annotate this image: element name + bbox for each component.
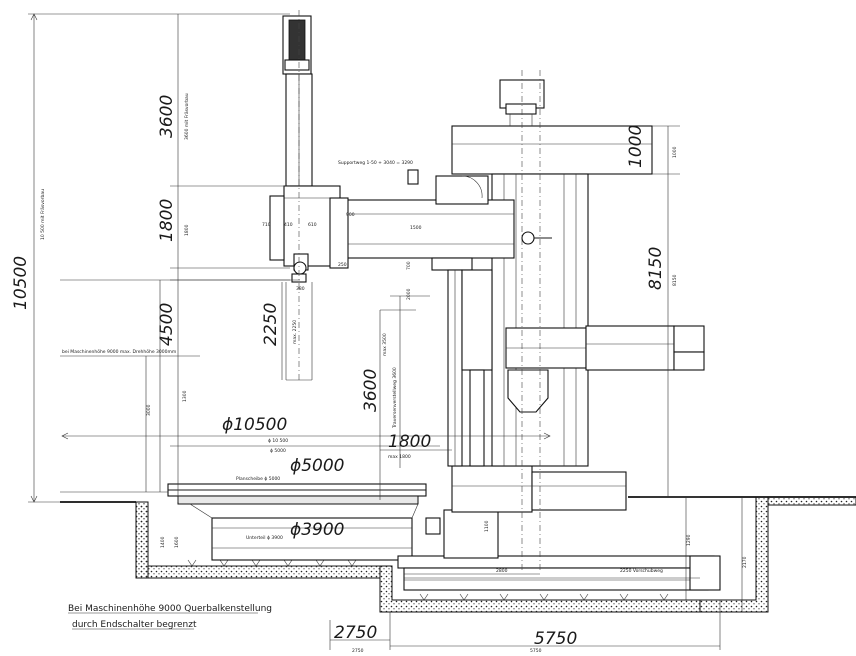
dimension-lines [28, 13, 743, 650]
cross-rail [339, 169, 552, 467]
note-v-1290: 1290 [686, 534, 692, 546]
faceplate-table [167, 483, 441, 561]
note-v-380: 380 [296, 286, 305, 292]
drawing-notes: Bei Maschinenhöhe 9000 Querbalkenstellun… [68, 604, 272, 630]
foundation-bolts-left [187, 559, 357, 567]
note-max-1800: max 1800 [388, 454, 411, 460]
dim-offset: 1800 [388, 432, 431, 452]
note-base: Unterteil ϕ 3900 [246, 535, 283, 541]
note-height: bei Maschinenhöhe 9000 max. Drehhöhe 300… [62, 349, 176, 355]
note-line-2: durch Endschalter begrenzt [72, 620, 197, 630]
note-dia-5000: ϕ 5000 [270, 448, 286, 454]
dim-column-section: 1800 [157, 199, 177, 242]
note-overall: 10 500 mit Fräsvorbau [40, 189, 46, 240]
note-v-1800: 1800 [184, 224, 190, 236]
note-v-2000: 2000 [406, 288, 412, 300]
note-v-410: 410 [284, 222, 293, 228]
note-feed-travel: 2250 Vorschubweg [620, 568, 663, 574]
dim-table-diameter: ϕ5000 [290, 456, 344, 476]
dim-top-block: 1000 [626, 125, 646, 168]
note-v-1600: 1600 [174, 536, 180, 548]
note-ram: 3600 mit Fräsvorbau [184, 93, 190, 140]
note-v-3000: 3000 [146, 404, 152, 416]
dim-ram-travel: 3600 [157, 95, 177, 138]
note-v-250: 250 [338, 262, 347, 268]
dim-base-width: 5750 [534, 629, 577, 649]
column-bed [397, 465, 721, 591]
dim-base-diameter: ϕ3900 [290, 520, 344, 540]
note-v-610: 610 [308, 222, 317, 228]
vertical-ram [269, 10, 349, 381]
note-v-1300: 1300 [182, 390, 188, 402]
dim-lower-section: 4500 [157, 303, 177, 346]
note-v-700: 700 [406, 261, 412, 270]
note-v-1100: 1100 [484, 520, 490, 532]
dim-column-height: 8150 [646, 247, 666, 290]
note-line-1: Bei Maschinenhöhe 9000 Querbalkenstellun… [68, 604, 272, 614]
note-v-1000: 1000 [672, 146, 678, 158]
note-v-1500: 1500 [410, 225, 422, 231]
note-v-2170: 2170 [742, 556, 748, 568]
note-base-2750: 2750 [352, 648, 364, 654]
dim-ram-stroke: 2250 [261, 303, 281, 346]
dim-overall-height: 10500 [11, 256, 31, 310]
note-crossrail: Traversenverstellweg 3600 [392, 367, 398, 429]
note-v-710: 710 [262, 222, 271, 228]
note-v-900: 900 [346, 212, 355, 218]
dim-foundation-width: 2750 [334, 623, 377, 643]
dim-crossrail-travel: 3600 [361, 369, 381, 412]
note-v-1400: 1400 [160, 536, 166, 548]
note-v-8150: 8150 [672, 274, 678, 286]
note-base-5750: 5750 [530, 648, 542, 654]
note-table: Planscheibe ϕ 5000 [236, 476, 280, 482]
note-max-stroke: max. 2250 [292, 320, 298, 344]
note-v-3500: max 3500 [382, 333, 388, 356]
note-dia-10500: ϕ 10 500 [268, 438, 288, 444]
foundation [60, 496, 856, 613]
note-base-2800: 2800 [496, 568, 508, 574]
note-slide-travel: Supportweg 1-50 + 3040 = 3290 [338, 160, 413, 166]
dim-turning-diameter: ϕ10500 [222, 415, 287, 435]
small-dimension-labels: 10 500 mit Fräsvorbau 3600 mit Fräsvorba… [40, 93, 748, 654]
foundation-bolts-right [419, 593, 669, 601]
large-dimension-labels: 10500 3600 1800 4500 2250 3600 1800 ϕ105… [11, 95, 666, 649]
